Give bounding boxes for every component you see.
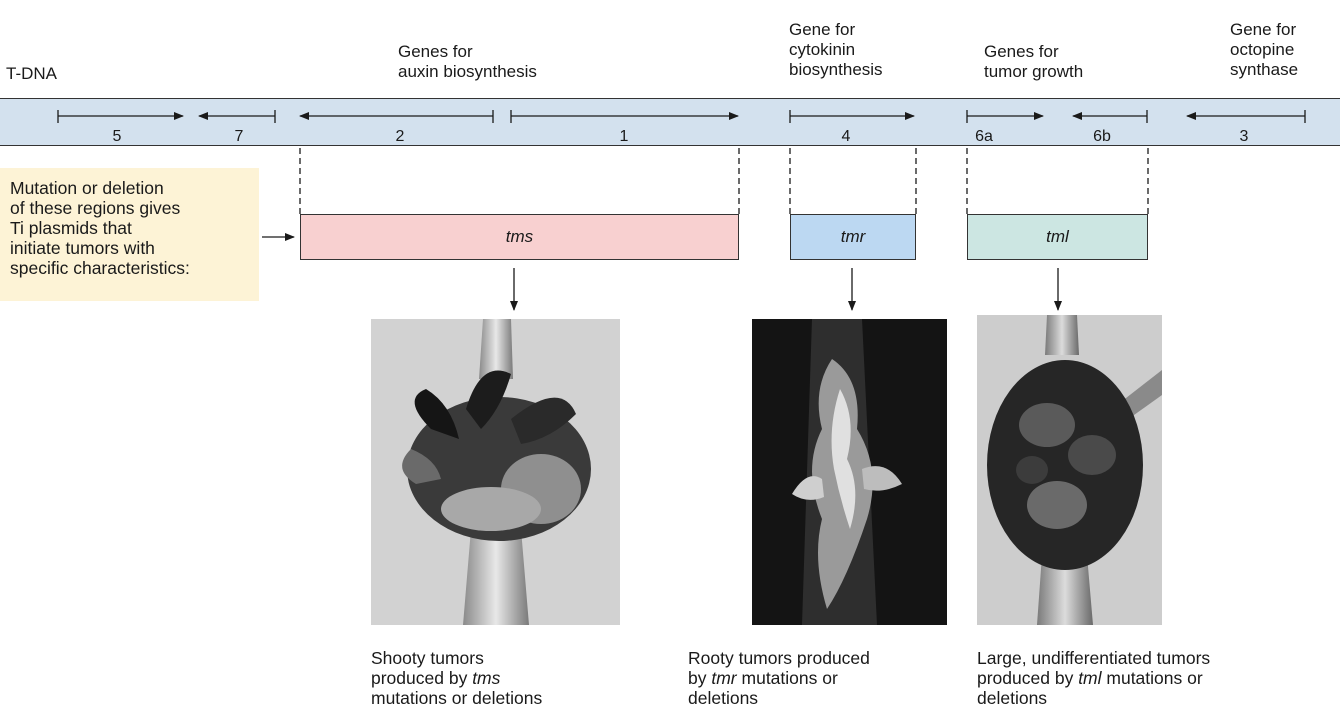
- gene-arrow-6a: [967, 110, 1043, 123]
- caption-tml-line3: deletions: [977, 688, 1210, 708]
- caption-tml-line1: Large, undifferentiated tumors: [977, 648, 1210, 668]
- caption-tmr: Rooty tumors produced by tmr mutations o…: [688, 648, 870, 708]
- gene-arrow-4: [790, 110, 914, 123]
- caption-tmr-line2: by tmr mutations or: [688, 668, 870, 688]
- gene-arrow-5: [58, 110, 183, 123]
- rooty-tumor-photo: [752, 319, 947, 625]
- large-tumor-photo: [977, 315, 1162, 625]
- caption-tms-line3: mutations or deletions: [371, 688, 542, 708]
- gene-arrow-1: [511, 110, 738, 123]
- shooty-tumor-photo: [371, 319, 620, 625]
- caption-tml-line2: produced by tml mutations or: [977, 668, 1210, 688]
- caption-tms: Shooty tumors produced by tms mutations …: [371, 648, 542, 708]
- gene-arrow-2: [300, 110, 493, 123]
- gene-arrow-7: [199, 110, 275, 123]
- caption-tml: Large, undifferentiated tumors produced …: [977, 648, 1210, 708]
- caption-tms-line1: Shooty tumors: [371, 648, 542, 668]
- caption-tms-line2: produced by tms: [371, 668, 542, 688]
- dashed-guides: [300, 148, 1148, 214]
- caption-tmr-line1: Rooty tumors produced: [688, 648, 870, 668]
- gene-arrow-6b: [1073, 110, 1147, 123]
- gene-arrow-3: [1187, 110, 1305, 123]
- caption-tmr-line3: deletions: [688, 688, 870, 708]
